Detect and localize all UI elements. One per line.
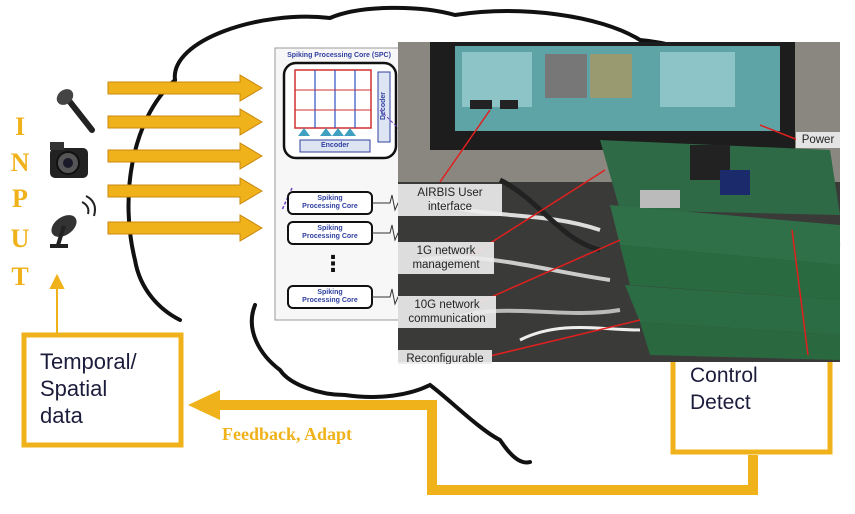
spc-core-label: Spiking Processing Core — [290, 289, 370, 305]
spc-ellipsis: ⋮ — [322, 252, 344, 277]
input-letter: I — [14, 112, 26, 141]
input-letter: U — [10, 224, 30, 253]
control-box — [670, 362, 833, 455]
input-letter: N — [10, 148, 30, 177]
encoder-label: Encoder — [320, 142, 349, 149]
data-box-line: Spatial — [40, 376, 108, 401]
satellite-dish-icon — [50, 195, 96, 248]
spc-core-line: Processing Core — [302, 297, 358, 304]
callout-reconfigurable: Reconfigurable — [398, 350, 492, 364]
control-box-text: Control Detect — [690, 362, 758, 416]
callout-power: Power — [796, 132, 840, 148]
spc-title: Spiking Processing Core (SPC) — [287, 52, 391, 59]
up-arrow — [49, 273, 65, 335]
feedback-label: Feedback, Adapt — [222, 424, 353, 444]
spc-core-line: Spiking — [317, 289, 343, 296]
data-box — [21, 332, 184, 448]
data-box-line: data — [40, 403, 83, 428]
spc-core-line: Processing Core — [302, 203, 358, 210]
input-arrows — [107, 74, 263, 242]
callout-line: communication — [408, 313, 486, 325]
callout-line: 1G network — [416, 245, 476, 257]
spc-core-line: Spiking — [317, 195, 343, 202]
input-letter: T — [11, 262, 29, 291]
callout-10g-network: 10G network communication — [398, 296, 496, 328]
spc-core-label: Spiking Processing Core — [290, 195, 370, 211]
callout-user-interface: AIRBIS User interface — [398, 184, 502, 216]
callout-line: interface — [427, 201, 473, 213]
microphone-icon — [56, 89, 95, 133]
decoder-label: Decoder — [380, 92, 387, 121]
data-box-line: Temporal/ — [40, 349, 137, 374]
control-box-line: Detect — [690, 391, 751, 414]
callout-line: AIRBIS User — [417, 187, 483, 199]
callout-line: 10G network — [414, 299, 480, 311]
input-letter: P — [12, 184, 28, 213]
callout-1g-network: 1G network management — [398, 242, 494, 274]
data-box-text: Temporal/ Spatial data — [40, 348, 137, 429]
spc-core-line: Spiking — [317, 225, 343, 232]
control-box-line: Control — [690, 364, 758, 387]
callout-line: management — [412, 259, 480, 271]
spc-core-label: Spiking Processing Core — [290, 225, 370, 241]
camera-icon — [50, 142, 88, 178]
feedback-loop — [188, 390, 758, 495]
spc-core-line: Processing Core — [302, 233, 358, 240]
